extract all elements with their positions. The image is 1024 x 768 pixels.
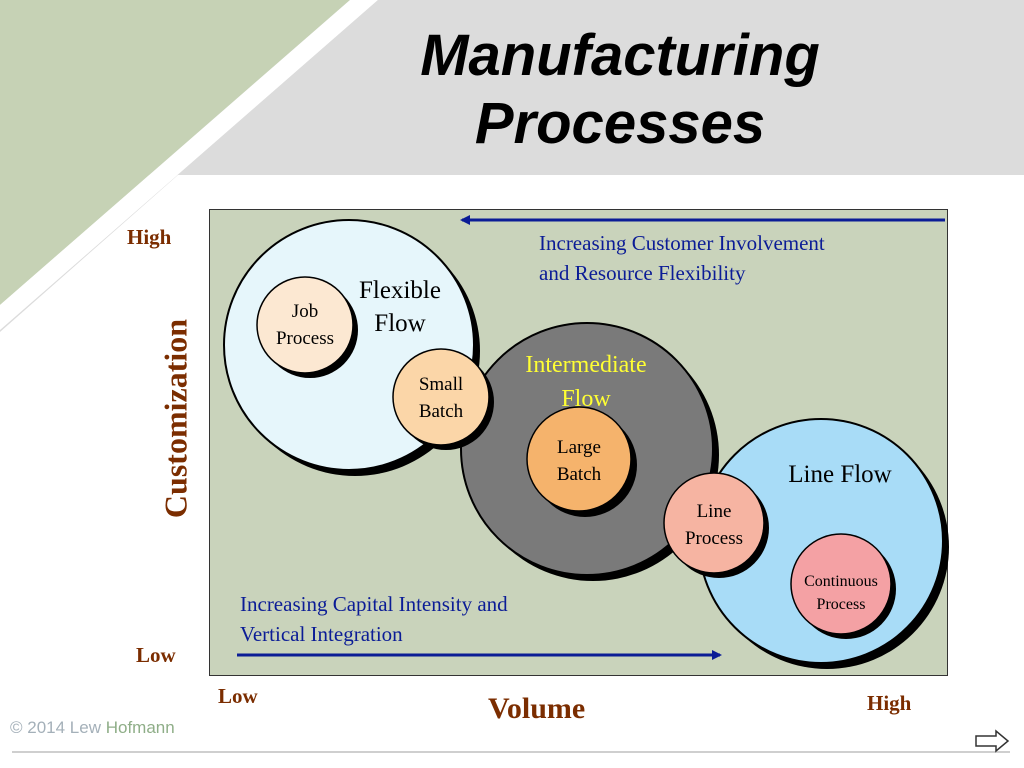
x-axis-low-label: Low bbox=[218, 684, 258, 708]
copyright-author-accent: Hofmann bbox=[105, 718, 175, 737]
top-arrow-note: Increasing Customer Involvement and Reso… bbox=[539, 228, 825, 288]
line-process-label: Line Process bbox=[669, 498, 759, 552]
intermediate-flow-label-line-1: Intermediate bbox=[525, 352, 647, 378]
line-process-node bbox=[663, 472, 765, 574]
large-batch-label-line-1: Large bbox=[557, 437, 601, 458]
copyright-text: © 2014 Lew bbox=[10, 718, 101, 737]
small-batch-label: Small Batch bbox=[396, 371, 486, 425]
bottom-arrow-note-line-2: Vertical Integration bbox=[240, 622, 403, 646]
flexible-flow-label-line-1: Flexible bbox=[359, 277, 441, 304]
y-axis-low-label: Low bbox=[136, 643, 176, 667]
x-axis-high-label: High bbox=[867, 691, 912, 715]
job-process-label-line-1: Job bbox=[291, 301, 319, 322]
top-arrow-note-line-2: and Resource Flexibility bbox=[539, 261, 746, 285]
y-axis-title: Customization bbox=[157, 318, 194, 519]
page-title: Manufacturing Processes bbox=[330, 22, 910, 158]
bottom-arrow-note: Increasing Capital Intensity and Vertica… bbox=[240, 589, 508, 649]
flexible-flow-label: Flexible Flow bbox=[340, 274, 460, 340]
large-batch-label: Large Batch bbox=[534, 434, 624, 488]
continuous-process-label-line-2: Process bbox=[816, 596, 866, 613]
y-axis-high-label: High bbox=[127, 225, 172, 249]
x-axis-title: Volume bbox=[488, 692, 586, 725]
continuous-process-label-line-1: Continuous bbox=[804, 573, 878, 590]
line-flow-label: Line Flow bbox=[788, 461, 892, 488]
continuous-process-label: Continuous Process bbox=[791, 570, 891, 616]
job-process-label: Job Process bbox=[260, 298, 350, 352]
small-batch-label-line-1: Small bbox=[418, 374, 464, 395]
top-arrow-note-line-1: Increasing Customer Involvement bbox=[539, 231, 825, 255]
job-process-label-line-2: Process bbox=[275, 328, 335, 349]
grey-diagonal-area bbox=[0, 0, 1024, 332]
small-batch-node bbox=[392, 348, 490, 446]
footer-copyright: © 2014 Lew Hofmann bbox=[10, 718, 175, 738]
title-line-2: Processes bbox=[474, 91, 766, 156]
flexible-flow-label-line-2: Flow bbox=[374, 310, 426, 337]
job-process-node bbox=[256, 276, 354, 374]
large-batch-node bbox=[526, 406, 632, 512]
bottom-arrow-note-line-1: Increasing Capital Intensity and bbox=[240, 592, 508, 616]
intermediate-flow-label: Intermediate Flow bbox=[506, 348, 666, 416]
title-line-1: Manufacturing bbox=[420, 23, 820, 88]
large-batch-label-line-2: Batch bbox=[556, 464, 602, 485]
small-batch-label-line-2: Batch bbox=[418, 401, 464, 422]
line-process-label-line-2: Process bbox=[684, 528, 744, 549]
continuous-process-node bbox=[790, 533, 892, 635]
line-process-label-line-1: Line bbox=[696, 501, 732, 522]
intermediate-flow-label-line-2: Flow bbox=[561, 386, 611, 412]
right-arrow-icon[interactable] bbox=[975, 729, 1010, 753]
